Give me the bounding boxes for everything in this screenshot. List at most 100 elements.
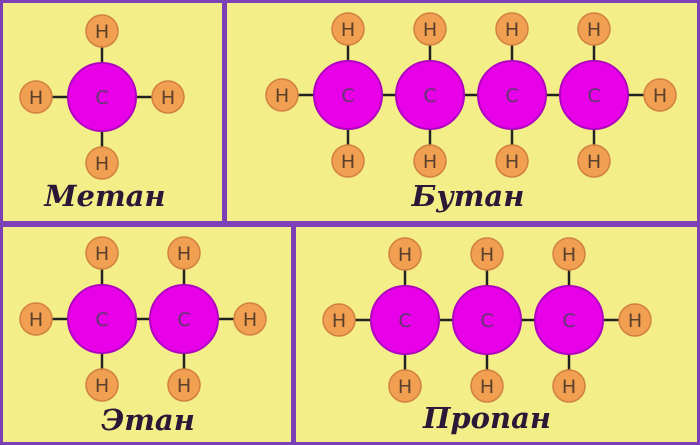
hydrogen-label: H [275,85,289,107]
hydrogen-atom: H [85,14,119,48]
carbon-circle [67,62,137,132]
hydrogen-atom: H [552,237,586,271]
hydrogen-label: H [177,243,191,265]
hydrogen-atom: H [413,144,447,178]
carbon-atom: C [477,60,547,130]
hydrogen-label: H [480,376,494,398]
hydrogen-circle [85,236,119,270]
carbon-atom: C [313,60,383,130]
hydrogen-circle [265,78,299,112]
hydrogen-label: H [653,85,667,107]
hydrogen-atom: H [322,303,356,337]
hydrogen-atom: H [19,80,53,114]
carbon-circle [559,60,629,130]
butane-caption: Бутан [411,179,525,213]
carbon-atom: C [370,285,440,355]
hydrogen-circle [388,369,422,403]
hydrogen-atom: H [331,144,365,178]
hydrogen-circle [388,237,422,271]
hydrogen-atom: H [470,237,504,271]
carbon-atom: C [395,60,465,130]
panel-ethane: C C H H H H H H Этан [3,227,291,442]
hydrogen-label: H [95,375,109,397]
hydrogen-label: H [562,244,576,266]
carbon-atom: C [534,285,604,355]
carbon-atom: C [452,285,522,355]
hydrogen-atom: H [85,236,119,270]
hydrogen-circle [618,303,652,337]
hydrogen-label: H [177,375,191,397]
hydrogen-circle [151,80,185,114]
carbon-circle [149,284,219,354]
hydrogen-atom: H [331,12,365,46]
carbon-atom: C [67,62,137,132]
ethane-caption: Этан [101,403,195,437]
hydrogen-label: H [341,151,355,173]
hydrogen-label: H [423,19,437,41]
hydrogen-label: H [95,153,109,175]
carbon-label: C [480,310,493,332]
carbon-label: C [177,309,190,331]
hydrogen-atom: H [167,236,201,270]
hydrogen-label: H [243,309,257,331]
hydrogen-label: H [505,151,519,173]
hydrogen-atom: H [388,369,422,403]
hydrogen-circle [167,236,201,270]
hydrogen-atom: H [470,369,504,403]
hydrogen-atom: H [265,78,299,112]
carbon-atom: C [149,284,219,354]
hydrogen-circle [577,144,611,178]
hydrogen-label: H [29,309,43,331]
hydrogen-atom: H [167,368,201,402]
carbon-circle [67,284,137,354]
hydrogen-label: H [587,151,601,173]
hydrogen-circle [577,12,611,46]
hydrogen-circle [552,369,586,403]
hydrogen-label: H [332,310,346,332]
propane-caption: Пропан [422,401,551,435]
hydrogen-atom: H [388,237,422,271]
carbon-circle [452,285,522,355]
hydrogen-atom: H [413,12,447,46]
hydrogen-circle [470,369,504,403]
hydrogen-label: H [587,19,601,41]
hydrogen-circle [643,78,677,112]
hydrogen-circle [495,144,529,178]
hydrogen-label: H [341,19,355,41]
hydrogen-label: H [505,19,519,41]
hydrogen-label: H [29,87,43,109]
hydrogen-label: H [161,87,175,109]
hydrogen-atom: H [19,302,53,336]
hydrogen-circle [331,144,365,178]
hydrogen-circle [470,237,504,271]
hydrogen-atom: H [577,144,611,178]
hydrogen-atom: H [495,12,529,46]
carbon-label: C [587,85,600,107]
hydrogen-circle [85,368,119,402]
hydrogen-label: H [95,21,109,43]
hydrogen-label: H [398,244,412,266]
carbon-atom: C [559,60,629,130]
hydrogen-circle [233,302,267,336]
hydrogen-label: H [562,376,576,398]
hydrogen-label: H [628,310,642,332]
ethane-molecule: C C H H H H H H [19,236,267,402]
hydrogen-circle [167,368,201,402]
hydrogen-circle [85,14,119,48]
carbon-circle [313,60,383,130]
hydrogen-circle [413,12,447,46]
carbon-label: C [341,85,354,107]
carbon-label: C [562,310,575,332]
panel-ethane-bg [3,227,291,442]
hydrogen-circle [19,302,53,336]
hydrogen-circle [322,303,356,337]
carbon-label: C [505,85,518,107]
carbon-label: C [95,309,108,331]
hydrogen-label: H [480,244,494,266]
methane-caption: Метан [43,179,165,213]
